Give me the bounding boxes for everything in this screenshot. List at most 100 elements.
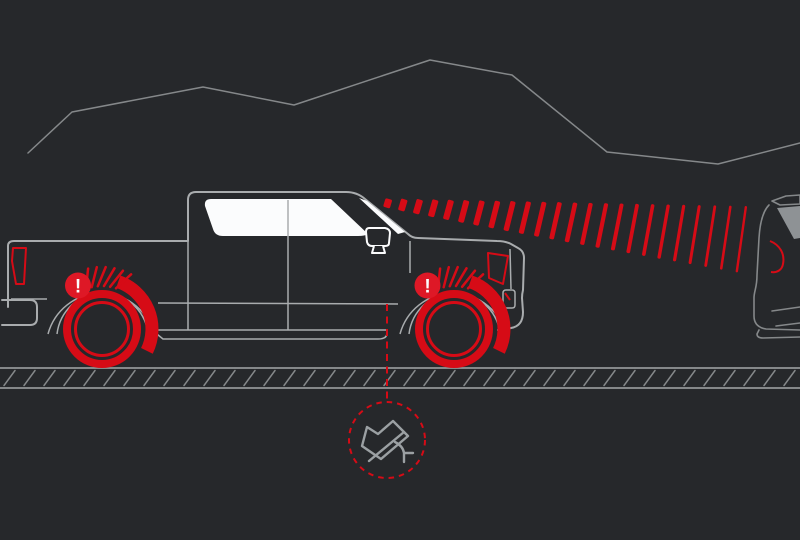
callout-dashed-circle[interactable] (348, 401, 426, 479)
radar-beam-bar (428, 199, 439, 218)
truck-body-outline (7, 191, 525, 331)
road-hatch-mark (183, 369, 196, 387)
truck-side-mirror-stem (371, 245, 386, 254)
radar-beam-bar (564, 202, 578, 243)
road-hatch-mark (83, 369, 96, 387)
fender-trim-arc (467, 275, 511, 354)
lead-vehicle-body-outline (753, 204, 800, 331)
front-wheel-assembly (399, 265, 511, 368)
road-hatching (3, 369, 796, 387)
road-hatch-mark (523, 369, 536, 387)
alert-ray (442, 265, 451, 289)
camera-icon-body (360, 419, 410, 461)
road-hatch-mark (743, 369, 756, 387)
lead-vehicle-spoiler (771, 194, 800, 206)
road-hatch-mark (323, 369, 336, 387)
pickup-truck: ! ! (1, 191, 525, 368)
road-hatch-mark (483, 369, 496, 387)
truck-rocker-step (151, 329, 388, 340)
road-hatch-mark (203, 369, 216, 387)
warning-badge-front: ! (414, 272, 441, 299)
road-hatch-mark (663, 369, 676, 387)
rim-highlight-ring (426, 301, 482, 357)
road (0, 367, 800, 389)
camera-icon-mount (393, 440, 415, 464)
warning-badge-circle (414, 272, 441, 299)
alert-ray (460, 269, 477, 289)
road-hatch-mark (63, 369, 76, 387)
road-hatch-mark (703, 369, 716, 387)
radar-beam-bar (398, 198, 408, 212)
road-hatch-mark (23, 369, 36, 387)
camera-icon (360, 419, 415, 464)
radar-beam-bar (595, 203, 609, 248)
warning-badge-rear: ! (65, 272, 91, 299)
truck-headlight (487, 252, 509, 285)
road-hatch-mark (643, 369, 656, 387)
radar-beam-bar (473, 200, 485, 226)
truck-foglight-tick (504, 292, 511, 301)
road-hatch-mark (783, 369, 796, 387)
radar-beam-bar (580, 202, 593, 245)
road-hatch-mark (363, 369, 376, 387)
road-hatch-mark (683, 369, 696, 387)
radar-beam-bar (488, 200, 501, 229)
alert-ray (448, 265, 459, 288)
road-hatch-mark (383, 369, 396, 387)
road-hatch-mark (43, 369, 56, 387)
exclamation-icon: ! (75, 277, 81, 298)
road-hatch-mark (723, 369, 736, 387)
exclamation-icon: ! (424, 277, 430, 298)
mountain-ridge-line (27, 59, 800, 165)
road-hatch-mark (403, 369, 416, 387)
radar-beam-bar (534, 201, 547, 237)
truck-side-mirror (365, 227, 391, 247)
radar-beam-bar (626, 203, 639, 254)
lead-vehicle-taillight (769, 240, 785, 274)
tire-highlight-ring (415, 290, 493, 368)
radar-beam-bar (642, 204, 655, 256)
radar-beam-bar (657, 204, 670, 259)
radar-beam-bar (549, 202, 562, 240)
radar-beam-bar (735, 205, 748, 273)
road-hatch-mark (583, 369, 596, 387)
truck-door-crease-line (157, 302, 399, 305)
radar-beam-bar (413, 199, 423, 215)
truck-windshield (359, 198, 405, 234)
lead-vehicle-lower-valance (756, 329, 800, 339)
road-hatch-mark (163, 369, 176, 387)
road-hatch-mark (763, 369, 776, 387)
lead-vehicle-bumper-trim (771, 306, 800, 312)
road-hatch-mark (603, 369, 616, 387)
road-hatch-mark (283, 369, 296, 387)
radar-beam-bar (518, 201, 531, 234)
mountain-ridge (27, 59, 800, 165)
lead-vehicle-rear-window (777, 206, 800, 239)
camera-icon-diagonal (367, 430, 406, 463)
radar-beam-bar (672, 204, 686, 262)
radar-beam-bar (503, 201, 516, 232)
alert-ray (466, 273, 485, 290)
alert-ray (454, 267, 468, 288)
road-hatch-mark (3, 369, 16, 387)
truck-grille-seam (509, 248, 512, 290)
truck-side-window (204, 199, 368, 236)
road-hatch-mark (243, 369, 256, 387)
rear-wheel-assembly (48, 267, 153, 364)
truck-rear-bumper (1, 299, 38, 326)
road-hatch-mark (143, 369, 156, 387)
radar-beam-bar (688, 205, 701, 265)
road-hatch-mark (343, 369, 356, 387)
truck-taillight (11, 247, 27, 285)
truck-tow-hook-recess (502, 289, 516, 309)
road-hatch-mark (503, 369, 516, 387)
radar-beam-bar (719, 205, 732, 270)
road-hatch-mark (463, 369, 476, 387)
road-hatch-mark (623, 369, 636, 387)
warning-badge-circle (65, 272, 91, 299)
lead-vehicle (753, 194, 800, 339)
radar-beam-bar (704, 205, 717, 267)
camera-callout[interactable] (348, 304, 426, 479)
radar-beam (383, 198, 748, 273)
